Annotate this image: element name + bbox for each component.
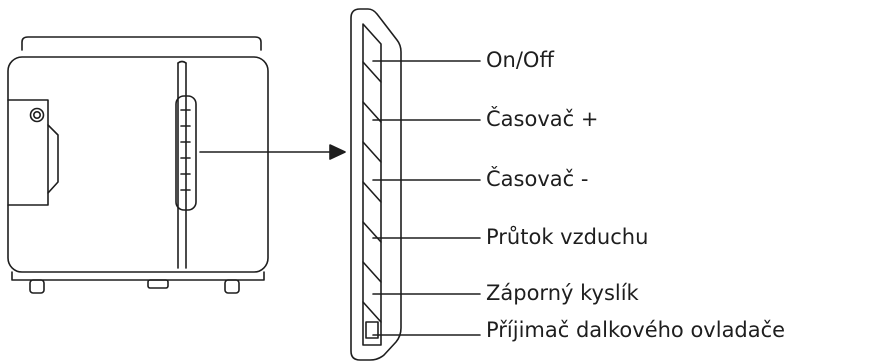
label-remote-receiver: Příjimač dalkového ovladače xyxy=(486,318,786,342)
device-knob xyxy=(29,107,45,123)
enlarged-control-panel xyxy=(350,8,402,361)
label-airflow: Průtok vzduchu xyxy=(486,225,649,249)
leader-lines xyxy=(372,60,481,336)
remote-receiver-window xyxy=(365,321,379,339)
label-negative-ions: Záporný kyslík xyxy=(486,281,639,305)
label-timer-plus: Časovač + xyxy=(486,107,599,131)
zoom-arrow xyxy=(199,144,346,160)
label-on-off: On/Off xyxy=(486,48,554,72)
label-timer-minus: Časovač - xyxy=(486,167,589,191)
device-control-strip xyxy=(175,95,197,211)
air-purifier-device xyxy=(7,36,269,294)
